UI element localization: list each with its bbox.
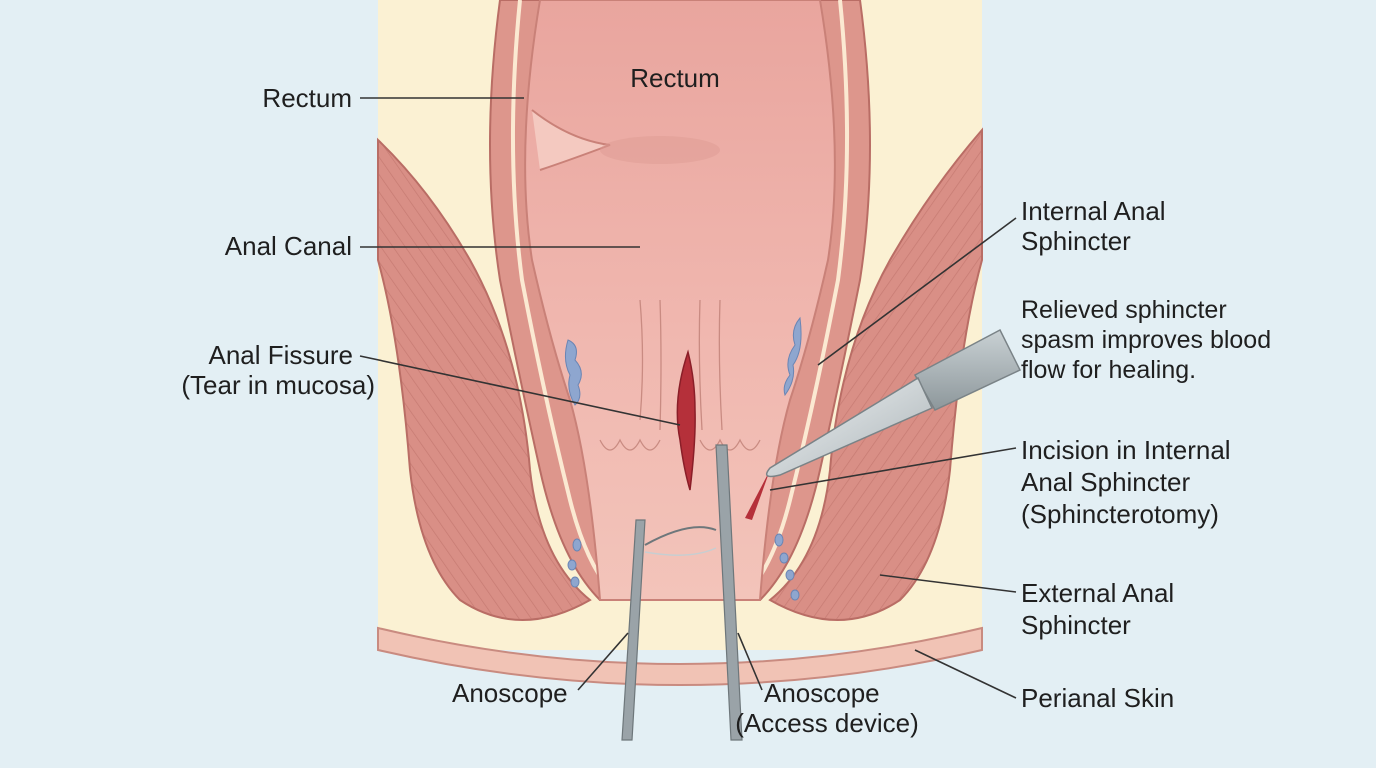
- scalpel-icon: [765, 328, 1022, 478]
- veins-left: [564, 339, 582, 588]
- anoscope-instrument: [621, 444, 743, 741]
- label-relieved-note: Relieved sphincter spasm improves blood …: [1021, 296, 1272, 384]
- veins-right: [774, 316, 802, 601]
- label-perianal-skin: Perianal Skin: [1021, 683, 1175, 713]
- perianal-skin-band: [377, 626, 983, 686]
- leader-lines: [359, 97, 1017, 699]
- label-anoscope-right: Anoscope (Access device): [735, 678, 919, 738]
- label-external-anal-sphincter: External Anal Sphincter: [1021, 578, 1175, 640]
- external-sphincter-right: [768, 127, 983, 621]
- external-sphincter-left: [377, 137, 592, 621]
- label-rectum-inner: Rectum: [630, 63, 720, 93]
- label-anal-canal: Anal Canal: [224, 231, 352, 261]
- label-rectum-outer: Rectum: [262, 83, 352, 113]
- label-anal-fissure: Anal Fissure (Tear in mucosa): [181, 340, 375, 400]
- label-anoscope-left: Anoscope: [452, 678, 568, 708]
- anal-fissure: [676, 349, 696, 491]
- label-internal-anal-sphincter: Internal Anal Sphincter: [1021, 196, 1166, 256]
- mucosal-folds: [599, 299, 761, 451]
- incision-cut: [745, 470, 770, 520]
- label-incision: Incision in Internal Anal Sphincter (Sph…: [1021, 435, 1231, 529]
